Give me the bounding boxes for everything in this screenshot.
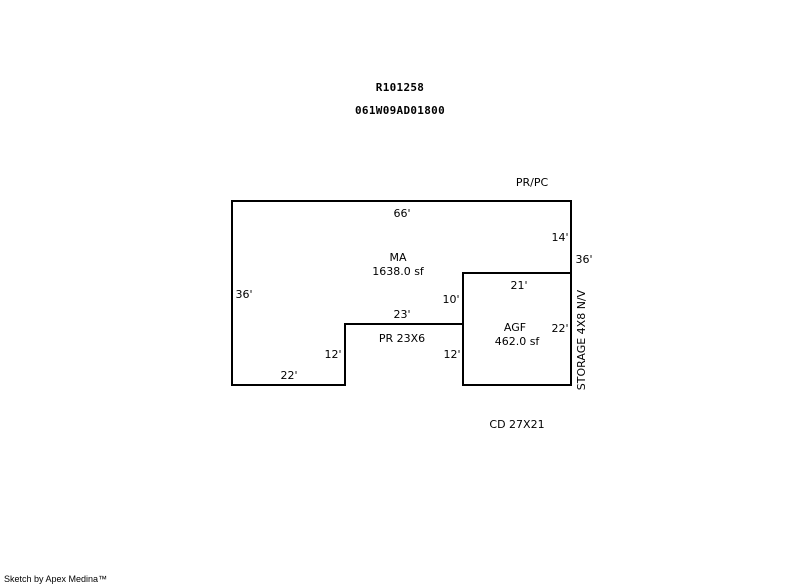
storage-label: STORAGE 4X8 N/V: [575, 289, 588, 390]
dim-right-total: 36': [575, 253, 592, 266]
main-area-outline: [231, 200, 572, 386]
ma-label: MA: [389, 251, 406, 264]
dim-notch-left: 12': [324, 348, 341, 361]
dim-notch-top: 23': [393, 308, 410, 321]
dim-right-upper: 14': [551, 231, 568, 244]
pr-pc-label: PR/PC: [516, 176, 549, 189]
dim-left: 36': [235, 288, 252, 301]
sketch-credit: Sketch by Apex Medina™: [4, 574, 108, 584]
dim-top: 66': [393, 207, 410, 220]
cd-label: CD 27X21: [489, 418, 544, 431]
pr-label: PR 23X6: [379, 332, 425, 345]
agf-label: AGF: [504, 321, 526, 334]
dim-agf-left-upper: 10': [442, 293, 459, 306]
parcel-number: 061W09AD01800: [355, 104, 445, 117]
agf-area: 462.0 sf: [495, 335, 541, 348]
ma-area: 1638.0 sf: [372, 265, 425, 278]
dim-agf-right: 22': [551, 322, 568, 335]
agf-outline: [462, 272, 572, 386]
dim-notch-right: 12': [443, 348, 460, 361]
dim-agf-top: 21': [510, 279, 527, 292]
property-id: R101258: [375, 81, 425, 94]
dim-bottom-left: 22': [280, 369, 297, 382]
